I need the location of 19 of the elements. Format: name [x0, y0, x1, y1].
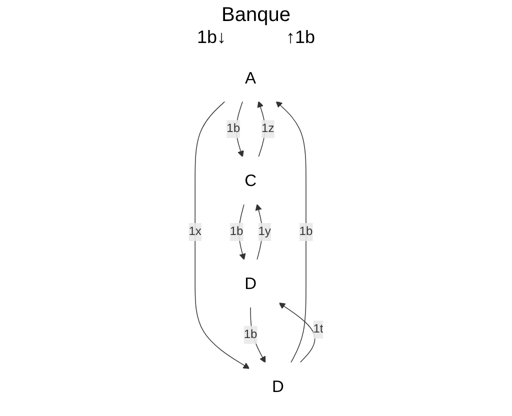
node-text: D: [244, 274, 257, 293]
edge-label: 1b: [299, 225, 313, 238]
edge-label: 1b: [230, 225, 244, 238]
node-text: D: [272, 376, 284, 396]
note-label: 1b↓: [196, 27, 226, 48]
node-text: C: [244, 171, 257, 190]
diagram-title: Banque: [222, 4, 290, 27]
edge-label: 1t: [313, 322, 324, 336]
node-text: A: [245, 68, 256, 88]
edge-label: 1b: [226, 122, 240, 136]
edge-label: 1y: [258, 225, 271, 238]
edge-label: 1b: [244, 328, 258, 341]
arrow: [278, 302, 316, 364]
edge-label: 1z: [262, 122, 274, 136]
arrow: [276, 101, 306, 364]
note-label: ↑1b: [286, 27, 316, 48]
arrow: [236, 100, 244, 158]
arrow: [194, 100, 250, 369]
edge-label: 1x: [188, 225, 202, 238]
